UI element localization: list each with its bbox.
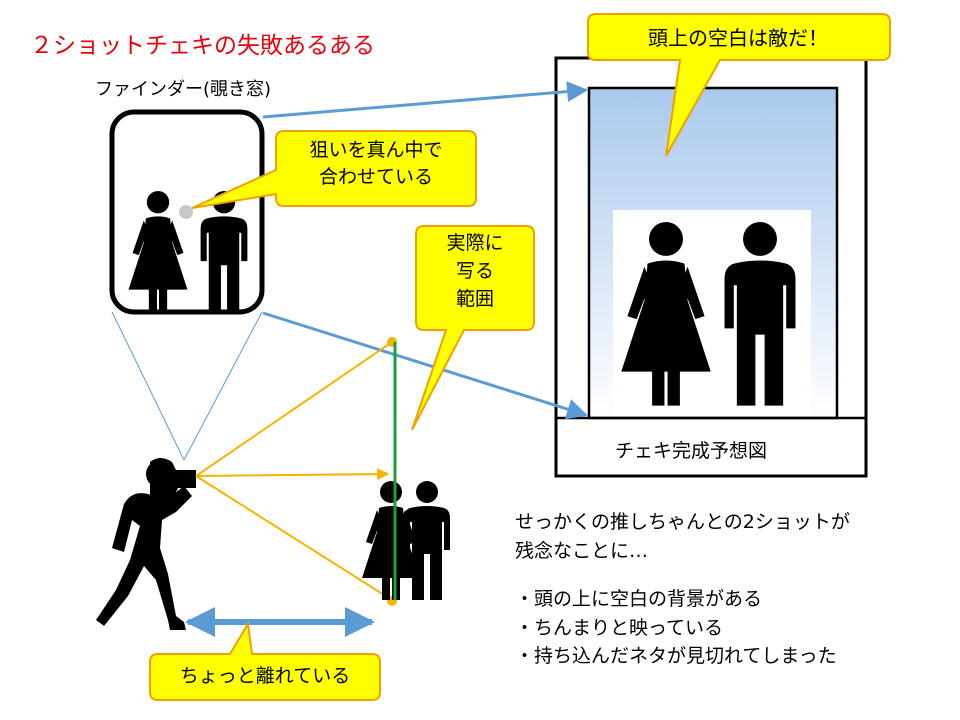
callout-top (587, 13, 891, 157)
notes-bullet: ・ちんまりと映っている (515, 616, 724, 639)
callout-aim (191, 130, 477, 209)
callout-area-line: 実際に (446, 232, 504, 254)
ray-middle (195, 468, 390, 481)
ray-bottom (195, 475, 393, 601)
photographer-silhouette-icon (96, 458, 196, 630)
callout-area (411, 225, 535, 431)
scene-woman-icon (362, 481, 420, 600)
page-title: ２ショットチェキの失敗あるある (30, 33, 375, 59)
callout-aim-text: 狙いを真ん中で 合わせている (276, 137, 476, 191)
finder-cone-left (111, 311, 185, 461)
finder-cone-right (183, 311, 263, 461)
callout-area-line: 範囲 (455, 288, 494, 310)
notes-block: せっかくの推しちゃんとの2ショットが 残念なことに… ・頭の上に空白の背景がある… (515, 508, 850, 671)
callout-distance-text: ちょっと離れている (179, 665, 351, 687)
callout-area-line: 写る (455, 260, 494, 282)
callout-aim-line: 合わせている (318, 166, 433, 188)
notes-bullet: ・頭の上に空白の背景がある (515, 588, 763, 610)
aim-point-marker (179, 205, 193, 219)
callout-aim-line: 狙いを真ん中で (309, 139, 443, 161)
ray-top (195, 341, 393, 477)
notes-line: 残念なことに… (515, 539, 649, 562)
notes-line: せっかくの推しちゃんとの2ショットが (515, 511, 850, 533)
finder-label: ファインダー(覗き窓) (95, 79, 272, 100)
cheki-label: チェキ完成予想図 (615, 440, 768, 462)
callout-distance (149, 621, 381, 701)
callout-top-text: 頭上の空白は敵だ！ (648, 26, 828, 50)
arrow-finder-top-to-cheki (262, 81, 589, 119)
arrow-finder-bottom-to-cheki (262, 311, 589, 420)
notes-bullet: ・持ち込んだネタが見切れてしまった (515, 645, 837, 667)
callout-area-text: 実際に 写る 範囲 (415, 229, 535, 313)
